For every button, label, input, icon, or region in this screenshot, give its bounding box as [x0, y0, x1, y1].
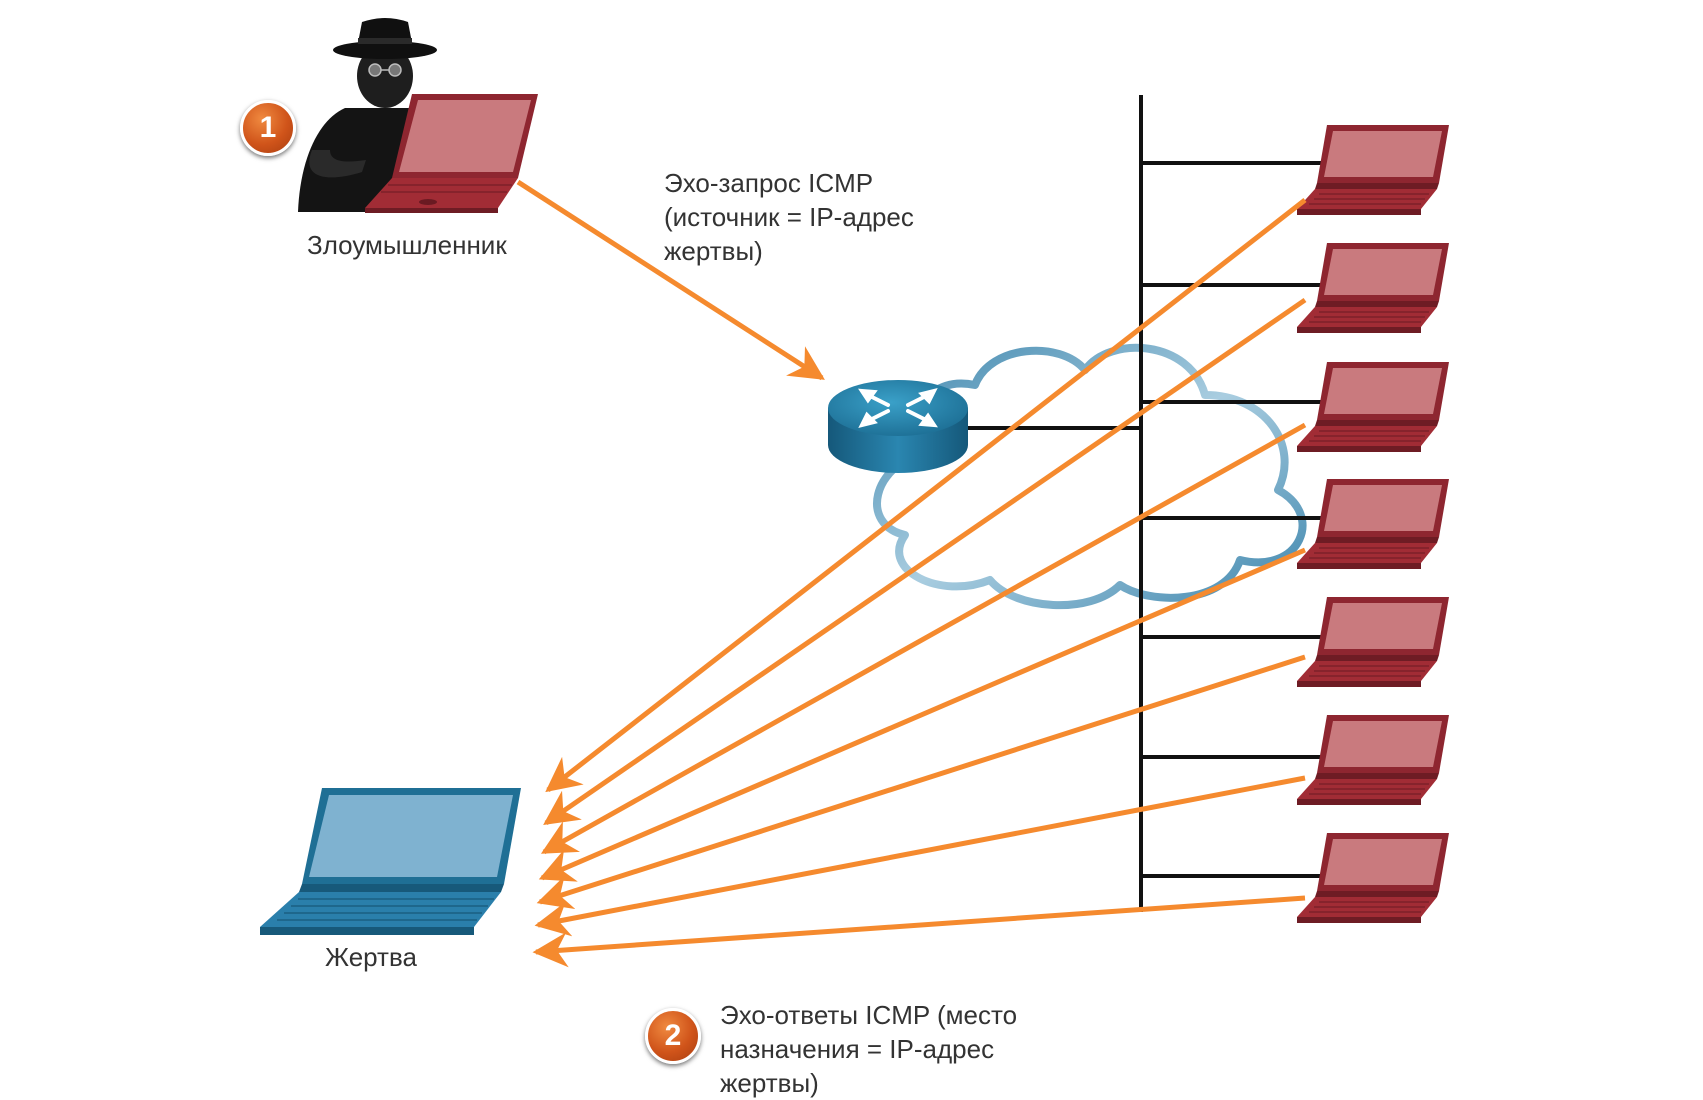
host-laptop-icon — [1296, 478, 1450, 570]
router-icon — [828, 380, 968, 473]
reply-arrow — [532, 895, 1306, 968]
host-laptop-icon — [1296, 361, 1450, 453]
step1-line: (источник = IP-адрес — [664, 202, 914, 232]
cloud-icon — [873, 343, 1307, 610]
victim-label: Жертва — [325, 942, 417, 972]
request-arrow — [516, 179, 825, 381]
step2-badge: 2 — [645, 1008, 701, 1064]
host-laptop-icon — [1296, 832, 1450, 924]
reply-arrow — [543, 297, 1307, 826]
step2-line: жертвы) — [720, 1068, 819, 1098]
step1-text: Эхо-запрос ICMP (источник = IP-адрес жер… — [664, 166, 914, 268]
host-laptops — [1296, 124, 1450, 924]
step1-line: жертвы) — [664, 236, 763, 266]
step1-badge: 1 — [240, 100, 296, 156]
reply-arrow — [534, 775, 1306, 937]
reply-arrow — [545, 198, 1307, 793]
host-laptop-icon — [1296, 124, 1450, 216]
reply-arrow — [540, 422, 1307, 855]
host-laptop-icon — [1296, 714, 1450, 806]
reply-arrow — [536, 654, 1306, 910]
step2-text: Эхо-ответы ICMP (место назначения = IP-а… — [720, 998, 1017, 1100]
attacker-icon — [298, 18, 538, 213]
reply-arrow — [538, 547, 1306, 882]
attacker-label: Злоумышленник — [307, 230, 507, 260]
victim-laptop-icon — [260, 788, 521, 935]
host-laptop-icon — [1296, 242, 1450, 334]
step2-line: назначения = IP-адрес — [720, 1034, 995, 1064]
network-bus — [965, 95, 1325, 912]
step1-line: Эхо-запрос ICMP — [664, 168, 874, 198]
host-laptop-icon — [1296, 596, 1450, 688]
reply-arrows — [532, 198, 1307, 968]
step2-line: Эхо-ответы ICMP (место — [720, 1000, 1018, 1030]
